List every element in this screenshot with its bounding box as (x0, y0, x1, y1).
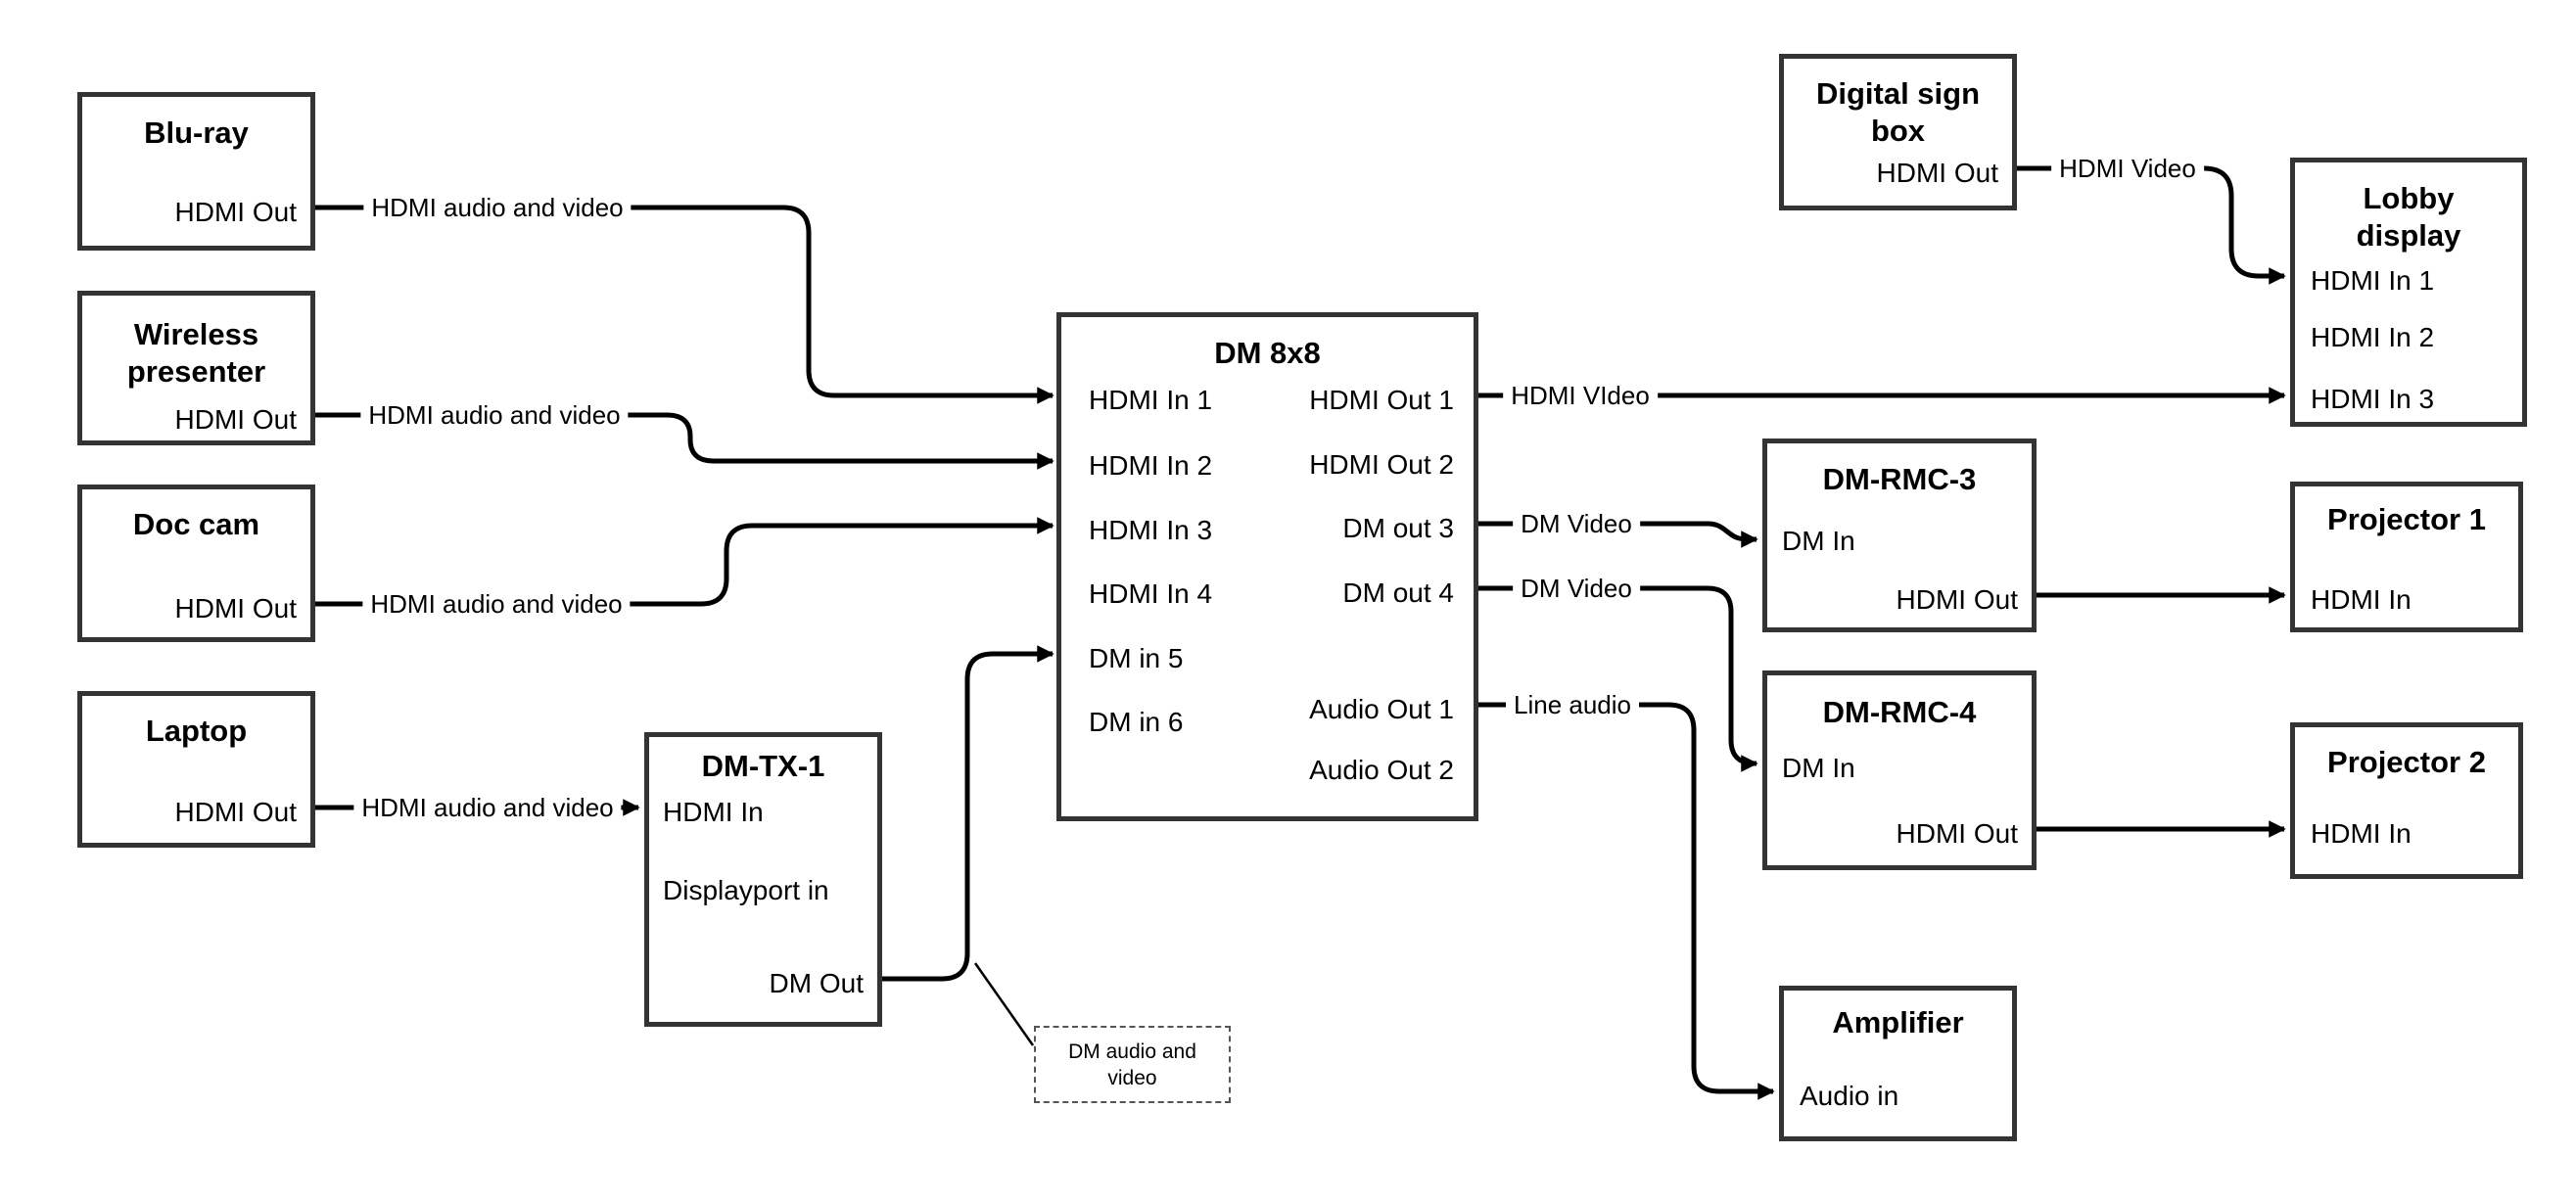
box-title: Lobby display (2356, 181, 2461, 253)
port-dm-in-6: DM in 6 (1089, 707, 1184, 737)
port-dm-in: DM In (1782, 526, 1855, 556)
port-hdmi-in-3: HDMI In 3 (1089, 515, 1213, 545)
port-hdmi-out: HDMI Out (174, 593, 297, 624)
cable-label-digital-sign-video: HDMI Video (2051, 154, 2204, 183)
port-hdmi-out: HDMI Out (174, 404, 297, 435)
port-hdmi-in-3: HDMI In 3 (2311, 384, 2435, 414)
connector-dm8x8-dm-out4-to-dmrmc4-dm-in (1476, 585, 1758, 772)
connector-digital-sign-to-lobby-hdmi-in1 (2015, 165, 2286, 285)
port-hdmi-out: HDMI Out (1896, 584, 2018, 615)
device-box-amplifier: Amplifier Audio in (1779, 986, 2017, 1141)
cable-label-line-audio: Line audio (1506, 690, 1639, 719)
cable-label-wireless-hdmi: HDMI audio and video (360, 400, 629, 430)
device-box-wireless-presenter: Wireless presenter HDMI Out (77, 291, 315, 445)
port-audio-out-2: Audio Out 2 (1309, 755, 1454, 785)
port-hdmi-out-1: HDMI Out 1 (1309, 385, 1454, 415)
box-title: DM-RMC-4 (1822, 695, 1977, 729)
cable-label-doccam-hdmi: HDMI audio and video (362, 589, 631, 619)
device-box-projector-2: Projector 2 HDMI In (2290, 722, 2523, 879)
box-title: Wireless presenter (126, 317, 266, 389)
device-box-projector-1: Projector 1 HDMI In (2290, 482, 2523, 632)
connector-dm8x8-audio-out1-to-amplifier-audio-in (1476, 702, 1775, 1100)
port-hdmi-out: HDMI Out (1876, 158, 1998, 188)
note-leader-line (973, 962, 1035, 1046)
cable-label-laptop-hdmi: HDMI audio and video (353, 793, 622, 822)
connector-dm8x8-dm-out3-to-dmrmc3-dm-in (1476, 521, 1758, 548)
port-dm-out-3: DM out 3 (1342, 513, 1454, 543)
note-box-dm-audio-video: DM audio and video (1034, 1026, 1231, 1103)
port-hdmi-in-1: HDMI In 1 (1089, 385, 1213, 415)
port-hdmi-in: HDMI In (663, 797, 764, 827)
port-dm-out: DM Out (769, 968, 864, 998)
box-title: DM-TX-1 (701, 749, 825, 783)
box-title: Laptop (145, 714, 248, 748)
port-hdmi-in-2: HDMI In 2 (1089, 450, 1213, 481)
port-hdmi-in: HDMI In (2311, 818, 2412, 849)
device-box-dm-tx-1: DM-TX-1 HDMI In Displayport in DM Out (644, 732, 882, 1027)
port-hdmi-out: HDMI Out (174, 797, 297, 827)
port-audio-out-1: Audio Out 1 (1309, 694, 1454, 724)
port-hdmi-in-2: HDMI In 2 (2311, 322, 2435, 352)
box-title: DM 8x8 (1214, 336, 1321, 370)
box-title: Projector 2 (2327, 745, 2486, 779)
port-hdmi-in: HDMI In (2311, 584, 2412, 615)
box-title: DM-RMC-3 (1822, 462, 1977, 496)
port-hdmi-out-2: HDMI Out 2 (1309, 449, 1454, 480)
port-dm-out-4: DM out 4 (1342, 577, 1454, 608)
box-title: Blu-ray (144, 115, 249, 150)
box-title: Digital sign box (1815, 76, 1981, 148)
cable-label-dm-video-4: DM Video (1513, 574, 1640, 603)
box-title: Amplifier (1832, 1005, 1964, 1039)
cable-label-dm-video-3: DM Video (1513, 509, 1640, 538)
cable-label-hdmi-out1-video: HDMI VIdeo (1503, 381, 1658, 410)
connector-dmtx1-dmout-to-dm8x8-dm-in5 (880, 645, 1054, 982)
device-box-laptop: Laptop HDMI Out (77, 691, 315, 848)
port-dm-in: DM In (1782, 753, 1855, 783)
connector-doccam-to-dm8x8-hdmi-in3 (313, 517, 1054, 607)
device-box-dm-rmc-3: DM-RMC-3 DM In HDMI Out (1762, 439, 2037, 632)
port-hdmi-out: HDMI Out (174, 197, 297, 227)
box-title: Projector 1 (2327, 502, 2486, 536)
connector-bluray-to-dm8x8-hdmi-in1 (313, 205, 1054, 404)
port-audio-in: Audio in (1800, 1081, 1899, 1111)
box-title: Doc cam (132, 507, 260, 541)
connector-wireless-to-dm8x8-hdmi-in2 (313, 412, 1054, 470)
cable-label-bluray-hdmi: HDMI audio and video (363, 193, 632, 222)
port-hdmi-in-4: HDMI In 4 (1089, 578, 1213, 609)
port-displayport-in: Displayport in (663, 875, 829, 905)
port-hdmi-in-1: HDMI In 1 (2311, 265, 2435, 296)
device-box-bluray: Blu-ray HDMI Out (77, 92, 315, 251)
device-box-dm-8x8: DM 8x8 HDMI In 1 HDMI In 2 HDMI In 3 HDM… (1056, 312, 1478, 821)
device-box-doc-cam: Doc cam HDMI Out (77, 485, 315, 642)
port-dm-in-5: DM in 5 (1089, 643, 1184, 673)
port-hdmi-out: HDMI Out (1896, 818, 2018, 849)
device-box-dm-rmc-4: DM-RMC-4 DM In HDMI Out (1762, 670, 2037, 870)
device-box-lobby-display: Lobby display HDMI In 1 HDMI In 2 HDMI I… (2290, 158, 2527, 427)
device-box-digital-sign: Digital sign box HDMI Out (1779, 54, 2017, 210)
